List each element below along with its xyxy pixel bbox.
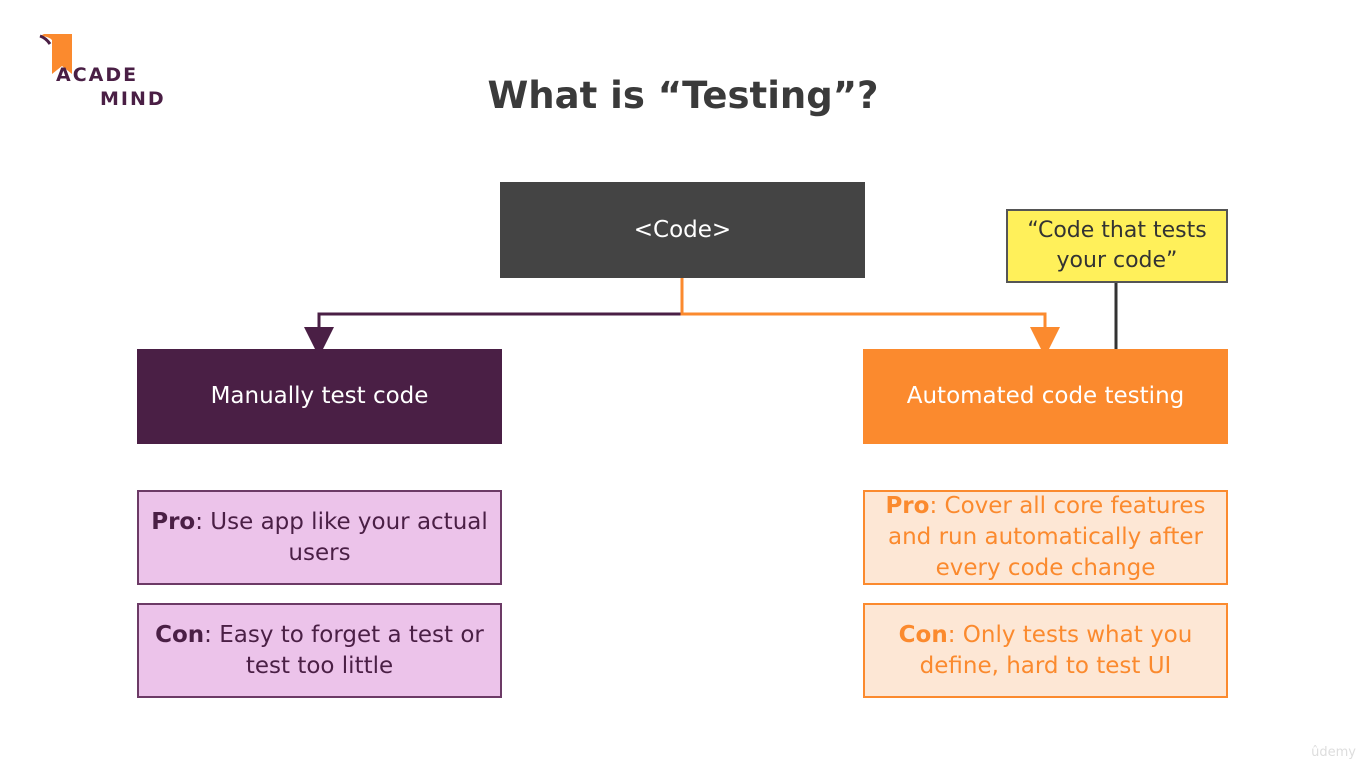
auto-con-box: Con: Only tests what you define, hard to… [863, 603, 1228, 698]
manual-pro-text: : Use app like your actual users [195, 508, 488, 566]
automated-connector [680, 278, 1060, 357]
code-box: <Code> [500, 182, 865, 278]
manual-testing-label: Manually test code [210, 383, 429, 409]
auto-pro-label: Pro [885, 493, 930, 519]
automated-testing-label: Automated code testing [906, 383, 1185, 409]
slide-title: What is “Testing”? [487, 74, 879, 117]
automated-testing-box: Automated code testing [863, 349, 1228, 444]
manual-con-box: Con: Easy to forget a test or test too l… [137, 603, 502, 698]
manual-pro-label: Pro [151, 508, 196, 535]
auto-con-label: Con [898, 621, 948, 648]
logo-text-line2: MIND [100, 88, 166, 110]
auto-pro-box: Pro: Cover all core features and run aut… [863, 490, 1228, 585]
code-label: <Code> [633, 216, 732, 243]
academind-logo: ACADE MIND [36, 30, 186, 120]
manual-con-text: : Easy to forget a test or test too litt… [204, 621, 484, 679]
manual-testing-box: Manually test code [137, 349, 502, 444]
note-box: “Code that tests your code” [1006, 209, 1228, 283]
manual-con-label: Con [155, 621, 205, 648]
udemy-watermark: ûdemy [1311, 745, 1356, 760]
logo-text-line1: ACADE [56, 64, 139, 86]
manual-connector [304, 312, 682, 357]
note-label: “Code that tests your code” [1027, 218, 1207, 273]
manual-pro-box: Pro: Use app like your actual users [137, 490, 502, 585]
bookmark-icon [39, 34, 72, 74]
auto-pro-text: : Cover all core features and run automa… [887, 493, 1206, 581]
auto-con-text: : Only tests what you define, hard to te… [919, 621, 1193, 679]
